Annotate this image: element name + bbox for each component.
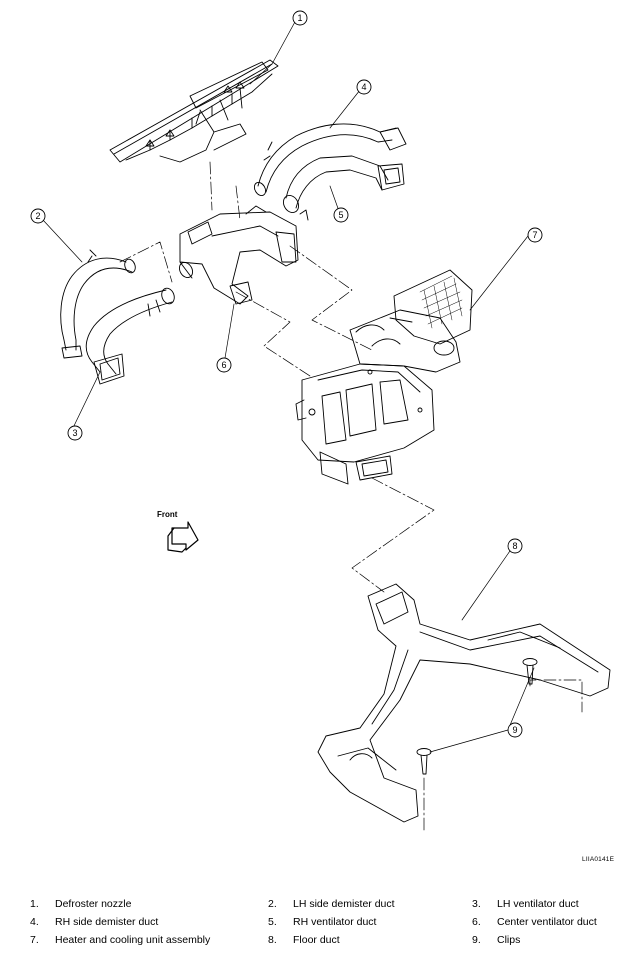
floor-duct-drawing xyxy=(317,583,611,823)
heater-cooling-unit-drawing xyxy=(295,269,473,485)
figure-code: LIIA0141E xyxy=(582,856,615,863)
lh-side-demister-duct-drawing xyxy=(60,249,136,359)
callout-2: 2 xyxy=(30,208,46,224)
defroster-nozzle-drawing xyxy=(109,59,279,163)
callout-9: 9 xyxy=(507,722,523,738)
callout-3: 3 xyxy=(67,425,83,441)
svg-text:6: 6 xyxy=(221,360,226,370)
exploded-diagram: 1 4 2 5 7 6 3 8 xyxy=(30,10,611,833)
svg-text:3: 3 xyxy=(72,428,77,438)
rh-ventilator-duct-drawing xyxy=(283,155,405,221)
front-label: Front xyxy=(157,510,178,519)
callout-4: 4 xyxy=(356,79,372,95)
svg-text:4: 4 xyxy=(361,82,366,92)
svg-text:8: 8 xyxy=(512,541,517,551)
callout-7: 7 xyxy=(527,227,543,243)
clips-drawing xyxy=(416,658,538,775)
svg-text:5: 5 xyxy=(338,210,343,220)
svg-text:2: 2 xyxy=(35,211,40,221)
rh-side-demister-duct-drawing xyxy=(253,123,407,197)
front-arrow-icon xyxy=(167,521,199,553)
center-ventilator-duct-drawing xyxy=(178,205,299,305)
callout-markers: 1 4 2 5 7 6 3 8 xyxy=(30,10,543,738)
svg-text:9: 9 xyxy=(512,725,517,735)
svg-text:7: 7 xyxy=(532,230,537,240)
callout-6: 6 xyxy=(216,357,232,373)
callout-1: 1 xyxy=(292,10,308,26)
assembly-guide-lines xyxy=(119,161,583,833)
callout-5: 5 xyxy=(333,207,349,223)
svg-text:1: 1 xyxy=(297,13,302,23)
callout-8: 8 xyxy=(507,538,523,554)
leader-lines xyxy=(42,19,535,753)
lh-ventilator-duct-drawing xyxy=(85,287,175,385)
